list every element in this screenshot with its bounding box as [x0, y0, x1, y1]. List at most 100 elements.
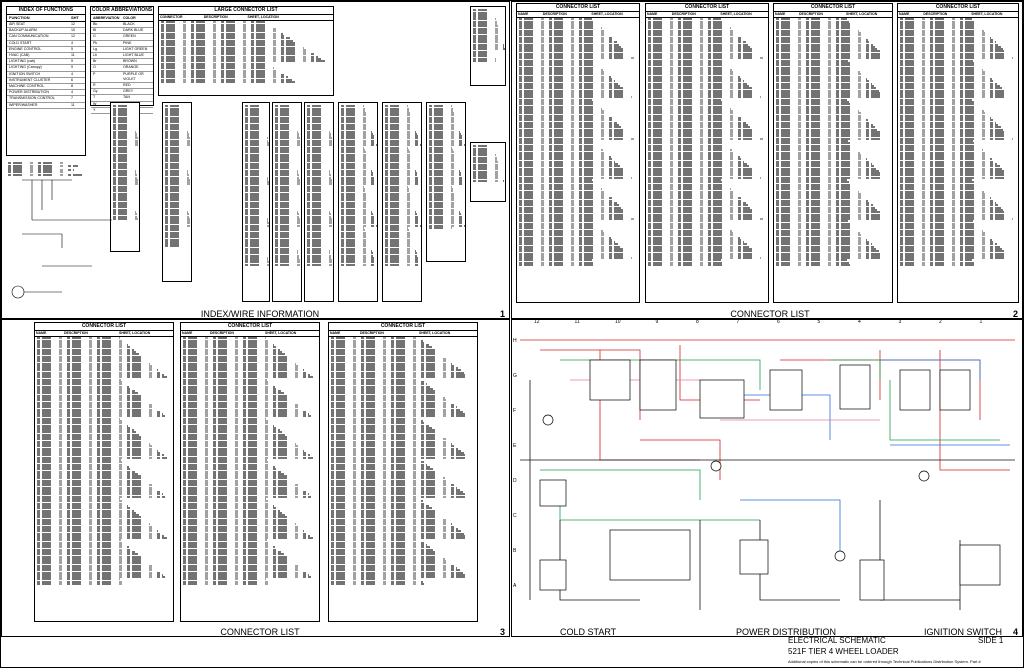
unreadable-table-row [113, 114, 133, 117]
unreadable-table-row [331, 429, 435, 432]
unreadable-table-row [307, 204, 329, 207]
unreadable-table-row [385, 231, 410, 234]
unreadable-table-row [331, 387, 434, 390]
unreadable-table-row [648, 36, 741, 39]
unreadable-table-row [519, 128, 624, 131]
unreadable-table-row [385, 178, 419, 181]
unreadable-table-row [776, 100, 850, 103]
index-function-sheet: 9 [71, 65, 73, 70]
unreadable-table-row [429, 121, 458, 124]
large-connector-col-description: DESCRIPTION [203, 15, 228, 19]
unreadable-table-row [37, 482, 149, 484]
unreadable-table-row [473, 179, 504, 182]
unreadable-table-row [900, 199, 994, 202]
unreadable-table-row [275, 227, 293, 230]
index-function-sheet: 5 [71, 46, 73, 51]
unreadable-table-row [245, 197, 264, 200]
unreadable-table-row [341, 187, 365, 190]
unreadable-table-row [776, 165, 874, 168]
unreadable-table-row [519, 96, 633, 99]
unreadable-table-row [275, 128, 298, 131]
unreadable-table-row [307, 151, 326, 154]
unreadable-table-row [307, 135, 332, 138]
unreadable-table-row [183, 539, 268, 542]
unreadable-table-row [776, 167, 877, 170]
unreadable-table-row [37, 369, 159, 372]
unreadable-table-row [331, 537, 471, 540]
unreadable-table-row [648, 247, 752, 250]
unreadable-table-row [331, 557, 445, 560]
unreadable-table-row [183, 491, 306, 494]
unreadable-table-row [519, 229, 604, 232]
unreadable-table-row [900, 126, 1001, 129]
index-function-name: COLD START [9, 40, 32, 45]
unreadable-table-row [331, 339, 423, 342]
unreadable-table-row [385, 187, 409, 190]
color-name: GREY [123, 89, 134, 94]
unreadable-table-row [245, 185, 261, 188]
unreadable-table-row [385, 256, 419, 259]
unreadable-table-row [245, 220, 269, 223]
unreadable-table-row [245, 213, 267, 216]
unreadable-table-row [776, 25, 854, 28]
unreadable-table-row [776, 121, 871, 124]
unreadable-table-row [165, 210, 188, 213]
unreadable-table-row [519, 172, 628, 175]
unreadable-table-row [245, 139, 269, 142]
unreadable-table-row [275, 105, 292, 108]
unreadable-table-row [37, 447, 156, 450]
unreadable-table-row [648, 254, 760, 257]
unreadable-table-row [331, 433, 441, 436]
unreadable-table-row [519, 213, 629, 216]
unreadable-table-row [776, 220, 848, 223]
unreadable-table-row [165, 135, 190, 138]
unreadable-table-row [37, 346, 131, 349]
unreadable-table-row [519, 167, 623, 170]
unreadable-table-row [275, 261, 301, 264]
unreadable-table-row [183, 534, 310, 537]
unreadable-table-row [900, 48, 1004, 51]
unreadable-table-row [341, 217, 375, 220]
color-abbreviation: Y [93, 107, 96, 112]
unreadable-table-row [900, 142, 976, 145]
unreadable-table-row [648, 96, 762, 99]
unreadable-table-row [900, 25, 980, 28]
unreadable-table-row [113, 174, 137, 177]
unreadable-table-row [183, 454, 310, 457]
unreadable-table-row [275, 181, 301, 184]
unreadable-table-row [183, 442, 297, 445]
unreadable-table-row [37, 488, 158, 491]
unreadable-table-row [245, 151, 262, 154]
connector-list-heading-3b: CONNECTOR LIST [181, 323, 319, 331]
unreadable-table-row [648, 234, 738, 237]
unreadable-table-row [385, 263, 421, 266]
unreadable-table-row [183, 463, 273, 466]
unreadable-table-row [900, 243, 998, 246]
unreadable-table-row [519, 199, 615, 202]
unreadable-table-row [776, 32, 861, 35]
index-function-sheet: 11 [71, 102, 75, 107]
unreadable-table-row [776, 64, 853, 67]
unreadable-table-row [776, 38, 869, 41]
unreadable-table-row [331, 555, 442, 558]
unreadable-table-row [183, 569, 304, 572]
unreadable-table-row [37, 514, 140, 517]
unreadable-table-row [165, 114, 185, 117]
unreadable-table-row [113, 105, 130, 108]
unreadable-table-row [307, 121, 328, 124]
unreadable-table-row [245, 187, 262, 190]
unreadable-table-row [307, 254, 331, 257]
unreadable-table-row [245, 135, 268, 138]
connector-list-heading-3c: CONNECTOR LIST [329, 323, 477, 331]
unreadable-table-row [245, 132, 267, 135]
pin-table-4 [272, 102, 302, 302]
unreadable-table-row [900, 190, 984, 193]
unreadable-table-row [275, 215, 300, 218]
color-name: LIGHT GREEN [123, 46, 148, 51]
unreadable-table-row [245, 240, 264, 243]
unreadable-table-row [429, 210, 461, 213]
connector-list-col-description: DESCRIPTION [64, 331, 88, 335]
